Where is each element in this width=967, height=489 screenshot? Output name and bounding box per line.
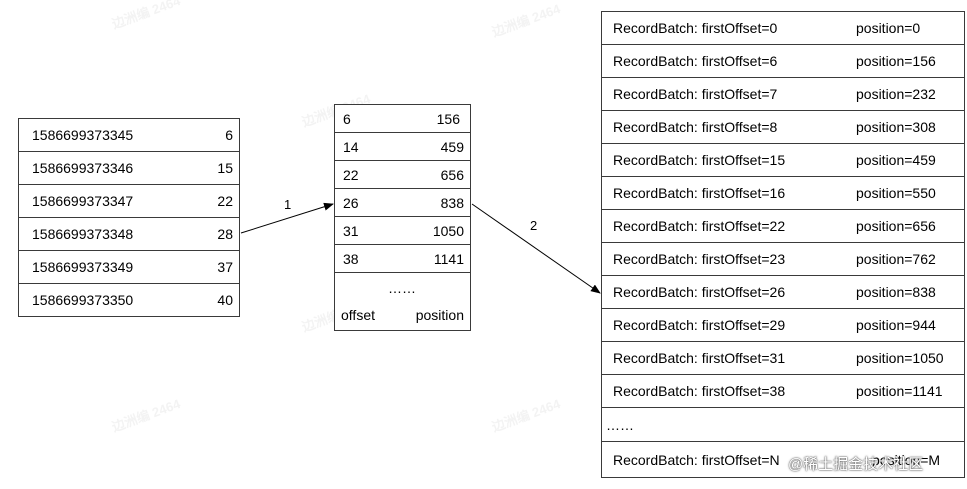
log-row: RecordBatch: firstOffset=6 position=156	[601, 44, 965, 78]
batch-cell: RecordBatch: firstOffset=6	[613, 53, 778, 69]
position-cell: position=762	[856, 251, 936, 267]
position-cell: position=0	[856, 20, 921, 36]
arrow-1	[240, 202, 334, 234]
arrow-1-label: 1	[284, 197, 292, 212]
log-row: RecordBatch: firstOffset=16 position=550	[601, 176, 965, 210]
batch-cell: RecordBatch: firstOffset=22	[613, 218, 786, 234]
timestamp-cell: 1586699373348	[32, 226, 134, 242]
source-watermark: @稀土掘金技术社区	[788, 455, 924, 473]
log-row: RecordBatch: firstOffset=15 position=459	[601, 143, 965, 177]
timestamp-cell: 1586699373346	[32, 160, 134, 176]
position-cell: position=M	[872, 451, 941, 468]
position-header: position	[415, 307, 464, 323]
log-table: RecordBatch: firstOffset=0 position=0 Re…	[601, 11, 965, 478]
batch-cell: RecordBatch: firstOffset=29	[613, 317, 786, 333]
position-cell: position=459	[856, 152, 936, 168]
position-cell: position=1141	[856, 383, 943, 399]
batch-cell: RecordBatch: firstOffset=38	[613, 383, 786, 399]
position-cell: position=656	[856, 218, 936, 234]
position-cell: 1141	[433, 250, 464, 267]
position-cell: position=944	[856, 317, 936, 333]
offsetindex-ellipsis-row: …… offset position	[334, 272, 471, 331]
timestamp-cell: 1586699373349	[32, 259, 134, 275]
batch-cell: RecordBatch: firstOffset=8	[613, 119, 778, 135]
offsetindex-table: 6 156 14 459 22 656 26 838 31 1050 38 11…	[334, 104, 471, 331]
position-cell: 459	[440, 138, 464, 155]
log-row: RecordBatch: firstOffset=7 position=232	[601, 77, 965, 111]
offset-cell: 31	[343, 222, 359, 239]
timeindex-row: 1586699373349 37	[18, 250, 240, 284]
batch-cell: RecordBatch: firstOffset=16	[613, 185, 786, 201]
offsetindex-row: 38 1141	[334, 244, 471, 273]
log-row: RecordBatch: firstOffset=22 position=656	[601, 209, 965, 243]
offset-cell: 26	[343, 194, 359, 211]
batch-cell: RecordBatch: firstOffset=31	[613, 350, 786, 366]
offset-cell: 14	[343, 138, 359, 155]
position-cell: 838	[440, 194, 464, 211]
offsetindex-row: 14 459	[334, 132, 471, 161]
timestamp-cell: 1586699373345	[32, 127, 134, 143]
log-row: RecordBatch: firstOffset=0 position=0	[601, 11, 965, 45]
batch-cell: RecordBatch: firstOffset=26	[613, 284, 786, 300]
timestamp-cell: 1586699373347	[32, 193, 134, 209]
log-row: RecordBatch: firstOffset=8 position=308	[601, 110, 965, 144]
offsetindex-row: 22 656	[334, 160, 471, 189]
position-cell: position=156	[856, 53, 936, 69]
timeindex-row: 1586699373346 15	[18, 151, 240, 185]
timeindex-row: 1586699373347 22	[18, 184, 240, 218]
position-cell: 1050	[432, 222, 464, 239]
offset-cell: 6	[225, 127, 233, 143]
arrow-2-label: 2	[530, 218, 538, 233]
batch-cell: RecordBatch: firstOffset=7	[613, 86, 778, 102]
timeindex-row: 1586699373348 28	[18, 217, 240, 251]
log-row: RecordBatch: firstOffset=26 position=838	[601, 275, 965, 309]
log-row-last: RecordBatch: firstOffset=N position=M	[601, 441, 965, 478]
arrow-2	[471, 203, 601, 294]
timeindex-table: 1586699373345 6 1586699373346 15 1586699…	[18, 118, 240, 317]
offset-cell: 15	[217, 160, 233, 176]
offset-cell: 38	[343, 250, 359, 267]
log-row: RecordBatch: firstOffset=29 position=944	[601, 308, 965, 342]
timestamp-cell: 1586699373350	[32, 292, 134, 308]
offset-cell: 37	[217, 259, 233, 275]
offset-cell: 22	[217, 193, 233, 209]
position-cell: position=1050	[856, 350, 944, 366]
offset-header: offset	[341, 307, 375, 323]
timeindex-row: 1586699373350 40	[18, 283, 240, 317]
batch-cell: RecordBatch: firstOffset=23	[613, 251, 786, 267]
offset-cell: 28	[217, 226, 233, 242]
offsetindex-row: 31 1050	[334, 216, 471, 245]
offset-cell: 6	[343, 110, 351, 127]
offsetindex-row: 26 838	[334, 188, 471, 217]
offset-cell: 40	[217, 292, 233, 308]
batch-cell: RecordBatch: firstOffset=N	[613, 451, 780, 468]
batch-cell: RecordBatch: firstOffset=15	[613, 152, 786, 168]
position-cell: position=838	[856, 284, 936, 300]
log-row: RecordBatch: firstOffset=23 position=762	[601, 242, 965, 276]
position-cell: position=232	[856, 86, 936, 102]
log-ellipsis-row: ……	[601, 407, 965, 442]
ellipsis: ……	[388, 280, 416, 296]
position-cell: 656	[440, 166, 464, 183]
position-cell: 156	[436, 110, 460, 127]
position-cell: position=308	[856, 119, 936, 135]
log-row: RecordBatch: firstOffset=31 position=105…	[601, 341, 965, 375]
timeindex-row: 1586699373345 6	[18, 118, 240, 152]
offsetindex-row: 6 156	[334, 104, 471, 133]
offset-cell: 22	[343, 166, 359, 183]
log-row: RecordBatch: firstOffset=38 position=114…	[601, 374, 965, 408]
ellipsis: ……	[606, 416, 634, 433]
position-cell: position=550	[856, 185, 936, 201]
batch-cell: RecordBatch: firstOffset=0	[613, 20, 778, 36]
